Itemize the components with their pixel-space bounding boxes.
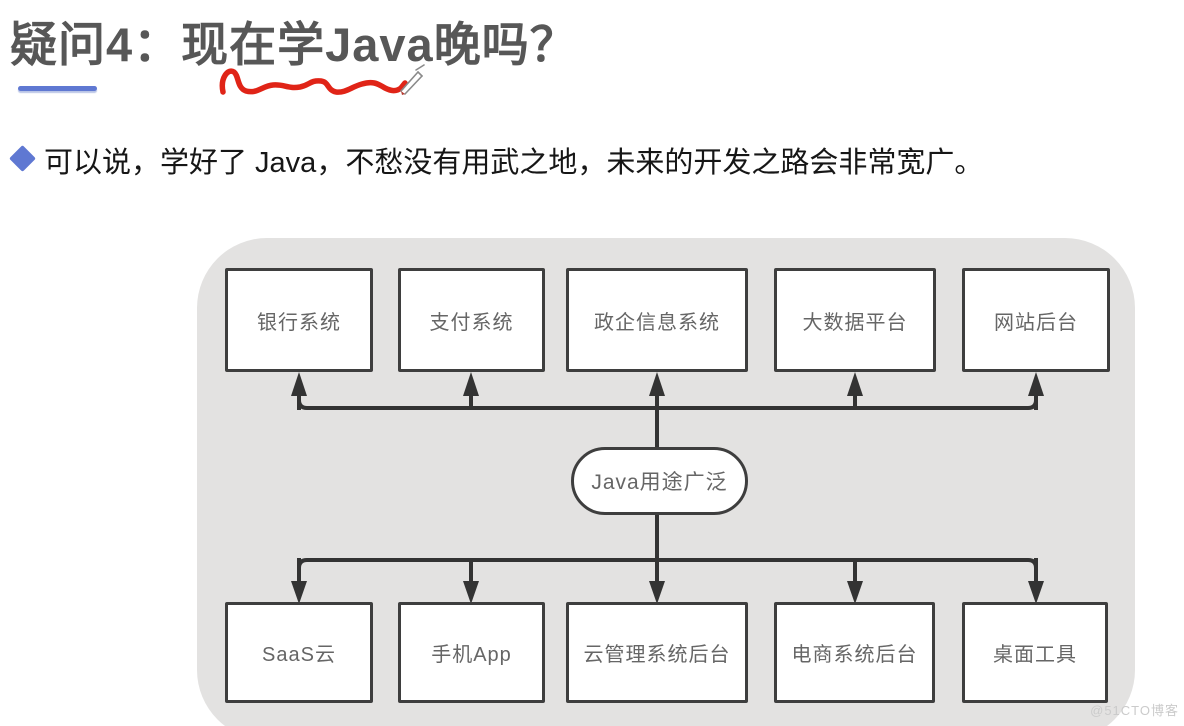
node-gov-enterprise-info-system: 政企信息系统 — [566, 268, 748, 372]
red-scribble-underline — [219, 64, 425, 95]
node-cloud-mgmt-backend: 云管理系统后台 — [566, 602, 748, 703]
node-saas-cloud: SaaS云 — [225, 602, 373, 703]
node-bank-system: 银行系统 — [225, 268, 373, 372]
node-java-wide-usage: Java用途广泛 — [571, 447, 748, 515]
node-payment-system: 支付系统 — [398, 268, 545, 372]
node-website-backend: 网站后台 — [962, 268, 1110, 372]
page-title: 疑问4：现在学Java晚吗？ — [10, 18, 578, 71]
pencil-cursor-icon — [400, 64, 425, 95]
diamond-bullet-icon — [9, 145, 36, 172]
node-big-data-platform: 大数据平台 — [774, 268, 936, 372]
node-desktop-tools: 桌面工具 — [962, 602, 1108, 703]
node-mobile-app: 手机App — [398, 602, 545, 703]
bullet-text: 可以说，学好了 Java，不愁没有用武之地，未来的开发之路会非常宽广。 — [44, 147, 984, 179]
node-ecommerce-backend: 电商系统后台 — [774, 602, 935, 703]
watermark: @51CTO博客 — [1090, 703, 1179, 718]
blue-underline — [18, 86, 97, 91]
